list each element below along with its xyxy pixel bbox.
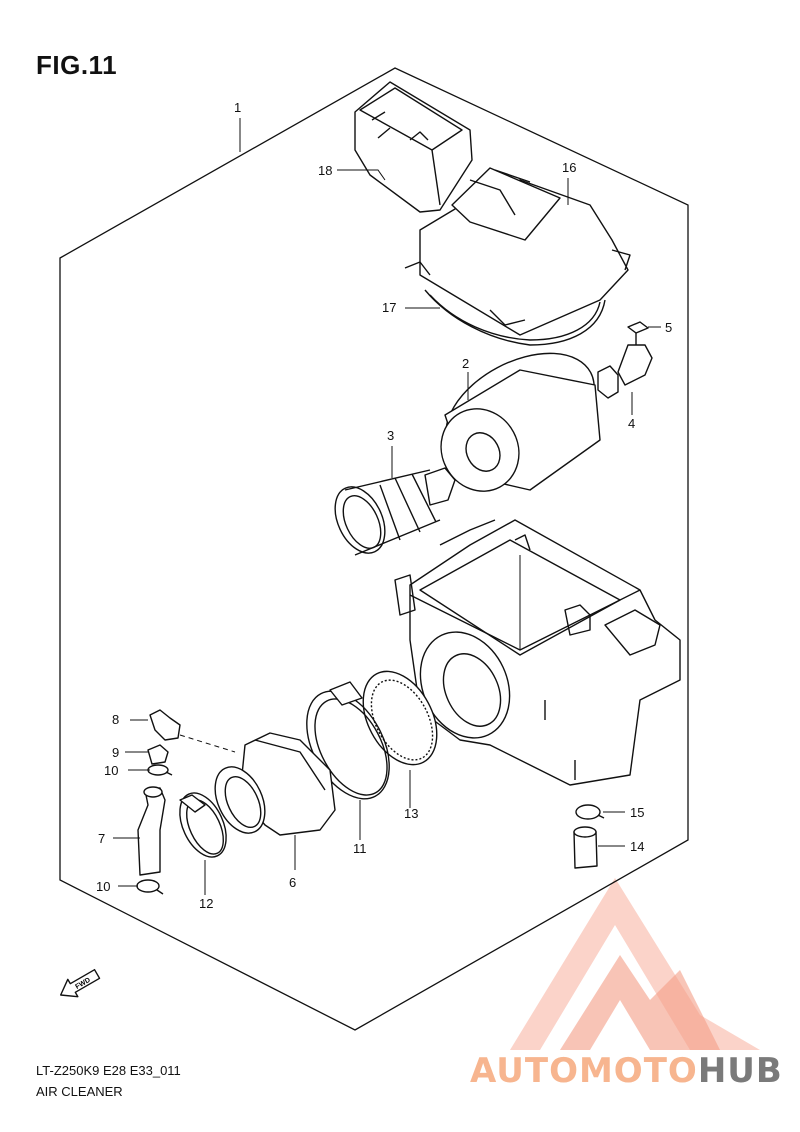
callout-11: 11 [353, 841, 367, 856]
clip-15 [575, 804, 605, 820]
fwd-label: FWD [74, 977, 91, 991]
inlet-boot-6 [214, 732, 336, 836]
forward-arrow-icon: FWD [59, 968, 101, 998]
callout-2: 2 [462, 356, 469, 371]
leader-lines [113, 118, 661, 895]
callout-1: 1 [234, 100, 241, 115]
callout-14: 14 [630, 839, 644, 854]
callout-13: 13 [404, 806, 418, 821]
watermark-logo [510, 878, 760, 1050]
watermark-text-part1: AUTOMOTO [470, 1051, 698, 1091]
callout-15: 15 [630, 805, 644, 820]
drain-plug-14 [573, 826, 598, 869]
callout-10-lower: 10 [96, 879, 110, 894]
screw-5 [627, 321, 649, 345]
filter-element-2 [440, 352, 601, 492]
cleaner-case-1 [394, 519, 681, 786]
elbow-fitting-8 [149, 709, 181, 741]
figure-code: LT-Z250K9 E28 E33_011 [36, 1063, 181, 1078]
filter-cage-3 [334, 467, 456, 556]
figure-title: FIG.11 [36, 50, 118, 80]
callout-9: 9 [112, 745, 119, 760]
clip-10-upper [147, 764, 173, 776]
watermark-text-part2: HUB [698, 1051, 783, 1091]
callout-18: 18 [318, 163, 332, 178]
alignment-line [179, 734, 236, 753]
callout-5: 5 [665, 320, 672, 335]
callout-12: 12 [199, 896, 213, 911]
cover-gasket-17 [424, 289, 606, 346]
assembly-frame [59, 67, 689, 1031]
callout-16: 16 [562, 160, 576, 175]
hose-clamp-11 [306, 681, 390, 800]
figure-name: AIR CLEANER [36, 1084, 123, 1099]
callout-7: 7 [98, 831, 105, 846]
callout-17: 17 [382, 300, 396, 315]
callout-4: 4 [628, 416, 635, 431]
callout-10-upper: 10 [104, 763, 118, 778]
callout-8: 8 [112, 712, 119, 727]
cleaner-cover-16 [404, 167, 631, 336]
drain-tube-7 [137, 786, 166, 876]
hose-clamp-12 [179, 792, 227, 858]
watermark-text: AUTOMOTOHUB [470, 1051, 783, 1091]
cap-9 [147, 744, 169, 765]
filter-holder-4 [597, 344, 653, 399]
clip-10-lower [136, 879, 164, 895]
callouts: 1 18 16 17 5 2 4 3 8 9 10 7 10 12 6 11 1… [96, 100, 672, 911]
callout-3: 3 [387, 428, 394, 443]
callout-6: 6 [289, 875, 296, 890]
outlet-duct-18 [354, 81, 473, 213]
